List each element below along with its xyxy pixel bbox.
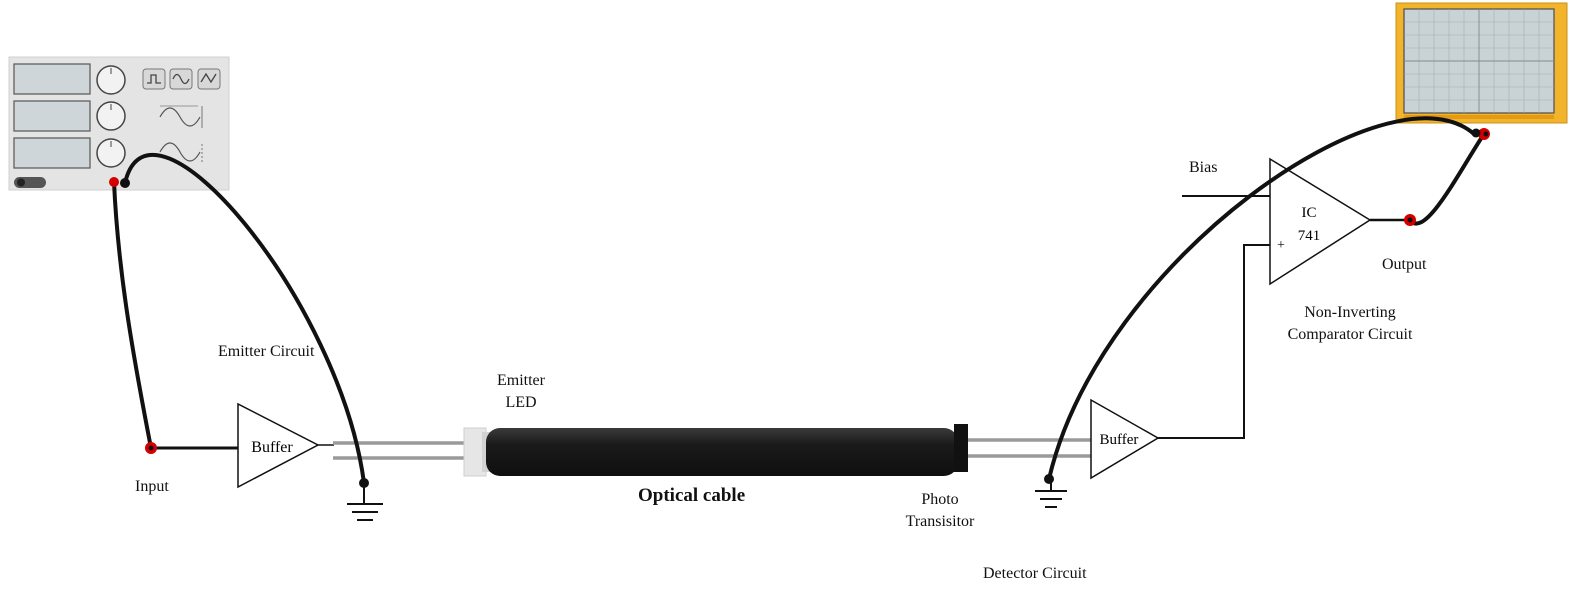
opamp-plus-label: + — [1277, 238, 1285, 253]
output-terminal[interactable] — [1404, 214, 1416, 226]
fngen-ground-terminal[interactable] — [120, 178, 130, 188]
emitter-ground-terminal[interactable] — [359, 478, 369, 488]
emitter-buffer — [237, 402, 320, 489]
optical-cable — [486, 428, 958, 476]
fngen-knob-1[interactable] — [96, 65, 126, 95]
opamp-ic-label: IC — [1302, 205, 1317, 221]
fngen-knob-3[interactable] — [96, 138, 126, 168]
input-terminal[interactable] — [145, 442, 157, 454]
fngen-display-3 — [13, 137, 91, 169]
photo-transistor-label: Photo Transisitor — [885, 489, 995, 532]
photo-transistor — [954, 424, 968, 472]
fngen-knob-2[interactable] — [96, 101, 126, 131]
offset-wave-icon — [159, 142, 201, 162]
triangle-wave-icon — [200, 72, 217, 84]
opamp-ic741 — [1269, 157, 1372, 286]
amplitude-wave-icon — [159, 107, 201, 127]
square-wave-icon — [147, 74, 161, 84]
function-generator — [8, 56, 230, 191]
comparator-label: Non-Inverting Comparator Circuit — [1265, 302, 1435, 345]
input-label: Input — [135, 478, 169, 495]
scope-ground-wire — [1047, 116, 1476, 481]
fngen-output-terminal[interactable] — [109, 177, 119, 187]
detector-buffer-label: Buffer — [1100, 432, 1139, 448]
detector-buffer — [1090, 398, 1160, 480]
scope-output-wire — [1408, 132, 1486, 226]
detector-ground-icon — [1035, 478, 1067, 508]
opamp-741-label: 741 — [1298, 228, 1321, 244]
ground-probe-wire — [123, 153, 366, 485]
detector-circuit-label: Detector Circuit — [983, 565, 1087, 582]
emitter-led-label-line2: LED — [505, 393, 537, 411]
output-label: Output — [1382, 256, 1427, 273]
detector-ground-terminal[interactable] — [1044, 474, 1054, 484]
emitter-led-label-line1: Emitter — [497, 372, 545, 389]
emitter-circuit-label: Emitter Circuit — [218, 343, 315, 360]
scope-probe-terminal[interactable] — [1471, 128, 1491, 140]
comparator-label-line2: Comparator Circuit — [1287, 325, 1413, 343]
square-wave-button[interactable] — [142, 68, 166, 90]
photo-transistor-label-line1: Photo — [921, 491, 959, 508]
fngen-display-1 — [13, 63, 91, 95]
emitter-buffer-label: Buffer — [251, 439, 293, 456]
photo-transistor-label-line2: Transisitor — [905, 512, 975, 530]
comparator-label-line1: Non-Inverting — [1304, 304, 1396, 321]
sine-wave-icon — [172, 73, 190, 85]
optical-cable-label: Optical cable — [638, 485, 746, 506]
buffer-to-opamp-wire — [1158, 244, 1270, 439]
fngen-display-2 — [13, 100, 91, 132]
emitter-led-label: Emitter LED — [476, 370, 566, 413]
emitter-ground-icon — [347, 483, 383, 521]
input-probe-wire — [112, 180, 153, 450]
oscilloscope — [1395, 2, 1568, 124]
bias-label: Bias — [1189, 159, 1218, 176]
